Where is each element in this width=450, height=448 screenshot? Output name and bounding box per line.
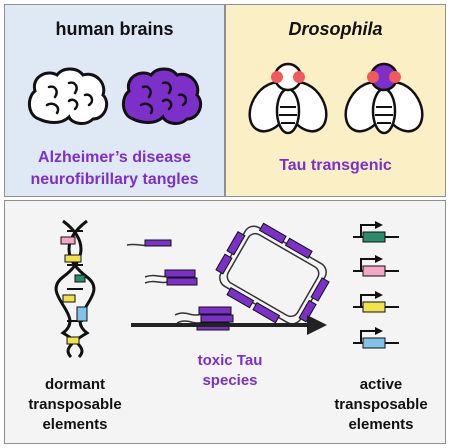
tau-dimer-icon	[144, 269, 198, 286]
dormant-label-line2: transposable	[28, 396, 122, 413]
active-label-line2: transposable	[334, 396, 428, 413]
dormant-label-line3: elements	[42, 416, 108, 433]
active-te-pink	[353, 255, 399, 277]
dna-icon	[54, 219, 96, 359]
drosophila-title: Drosophila	[288, 19, 383, 39]
diseased-brain-icon	[122, 67, 203, 125]
tau-tangle-icon	[215, 222, 330, 325]
arrow-right-icon	[131, 315, 327, 335]
alzheimers-label-line2: neurofibrillary tangles	[30, 171, 199, 188]
alzheimers-label-line1: Alzheimer’s disease	[38, 149, 191, 166]
toxic-tau-label-line1: toxic Tau	[197, 352, 263, 369]
fly-tau-transgenic-icon	[344, 62, 424, 135]
active-te-blue	[353, 327, 399, 349]
active-label-line3: elements	[348, 416, 414, 433]
human-brains-title: human brains	[55, 19, 174, 39]
healthy-brain-icon	[28, 67, 109, 125]
active-te-green	[353, 221, 399, 243]
toxic-tau-label-line2: species	[202, 372, 258, 389]
dormant-label-line1: dormant	[45, 376, 105, 393]
gene-promoter-icon	[353, 221, 399, 349]
tau-filaments-icon	[126, 222, 330, 331]
tau-monomer-icon	[126, 239, 172, 247]
active-label-line1: active	[359, 376, 403, 393]
drosophila-panel: Drosophila Tau transgenic	[225, 4, 446, 197]
active-te-yellow	[353, 291, 399, 313]
fly-wildtype-icon	[248, 62, 328, 135]
mechanism-panel: dormant transposable elements toxic Tau …	[4, 200, 446, 444]
human-brains-panel: human brains Alzheimer’s disease neurofi…	[4, 4, 225, 197]
tau-transgenic-label: Tau transgenic	[279, 157, 392, 174]
